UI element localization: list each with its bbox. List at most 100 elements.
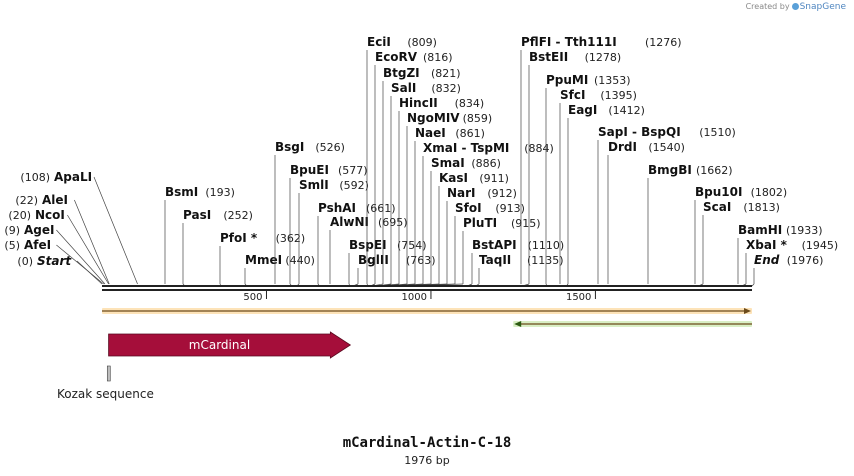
site-position-label: (108) bbox=[20, 171, 50, 184]
site-position-label: (1945) bbox=[802, 239, 839, 252]
site-start[interactable]: (0)Start bbox=[17, 254, 103, 285]
site-name-label: AlwNI bbox=[330, 215, 369, 229]
site-agei[interactable]: (9)AgeI bbox=[4, 223, 106, 285]
site-name-label: BtgZI bbox=[383, 66, 420, 80]
feature-label: Kozak sequence bbox=[57, 387, 154, 401]
site-position-label: (22) bbox=[15, 194, 38, 207]
site-position-label: (440) bbox=[285, 254, 315, 267]
created-by-text: Created by bbox=[745, 2, 790, 11]
site-bsgi[interactable]: BsgI (526) bbox=[274, 140, 345, 284]
site-name-label: SfcI bbox=[560, 88, 585, 102]
site-name-label: BsgI bbox=[275, 140, 304, 154]
site-bamhi[interactable]: BamHI(1933) bbox=[737, 223, 823, 284]
site-alei[interactable]: (22)AleI bbox=[15, 193, 110, 285]
site-name-label: PasI bbox=[183, 208, 211, 222]
site-afei[interactable]: (5)AfeI bbox=[4, 238, 104, 285]
site-position-label: (526) bbox=[315, 141, 345, 154]
site-kasi[interactable]: KasI(911) bbox=[401, 171, 509, 287]
site-bpu10i[interactable]: Bpu10I(1802) bbox=[694, 185, 787, 284]
site-btgzi[interactable]: BtgZI(821) bbox=[372, 66, 461, 287]
site-name-label: AgeI bbox=[24, 223, 54, 237]
site-name-label: SfoI bbox=[455, 201, 482, 215]
site-alwni[interactable]: AlwNI (695) bbox=[329, 215, 408, 284]
site-ngomiv[interactable]: NgoMIV(859) bbox=[384, 111, 493, 287]
restriction-sites: (0)Start(5)AfeI(9)AgeI(20)NcoI(22)AleI(1… bbox=[4, 35, 839, 287]
site-mmei[interactable]: MmeI(440) bbox=[244, 253, 315, 287]
site-ecii[interactable]: EciI(809) bbox=[366, 35, 437, 287]
feature-label: mCardinal bbox=[189, 338, 250, 352]
site-hincii[interactable]: HincII(834) bbox=[376, 96, 485, 287]
site-name-label: PshAI bbox=[318, 201, 356, 215]
site-scai[interactable]: ScaI(1813) bbox=[698, 200, 780, 287]
site-smli[interactable]: SmlI(592) bbox=[296, 178, 369, 287]
site-pflfi-tth111i[interactable]: PflFI - Tth111I(1276) bbox=[520, 35, 682, 284]
site-bspei[interactable]: BspEI(754) bbox=[348, 238, 427, 287]
site-name-label: ApaLI bbox=[54, 170, 92, 184]
forward-primer[interactable] bbox=[102, 308, 752, 314]
site-pasi[interactable]: PasI (252) bbox=[182, 208, 253, 287]
site-name-label: NaeI bbox=[415, 126, 446, 140]
site-position-label: (834) bbox=[455, 97, 485, 110]
site-sfci[interactable]: SfcI (1395) bbox=[559, 88, 637, 284]
site-taqii[interactable]: TaqII(1135) bbox=[475, 253, 564, 287]
feature-kozak-sequence[interactable]: Kozak sequence bbox=[57, 365, 154, 401]
site-name-label: PfoI * bbox=[220, 231, 258, 245]
site-bglii[interactable]: BglII(763) bbox=[352, 253, 436, 287]
site-position-label: (0) bbox=[17, 255, 33, 268]
site-position-label: (1976) bbox=[787, 254, 824, 267]
site-name-label: BmgBI bbox=[648, 163, 692, 177]
site-eagi[interactable]: EagI(1412) bbox=[566, 103, 645, 287]
snapgene-branding: Created by SnapGene bbox=[746, 2, 846, 12]
site-position-label: (816) bbox=[423, 51, 453, 64]
site-pshai[interactable]: PshAI (661) bbox=[317, 201, 396, 287]
site-position-label: (362) bbox=[276, 232, 306, 245]
site-naei[interactable]: NaeI(861) bbox=[385, 126, 485, 287]
site-name-label: MmeI bbox=[245, 253, 282, 267]
site-position-label: (1510) bbox=[699, 126, 736, 139]
site-position-label: (1278) bbox=[585, 51, 622, 64]
site-name-label: SapI - BspQI bbox=[598, 125, 681, 139]
site-name-label: KasI bbox=[439, 171, 468, 185]
site-position-label: (577) bbox=[338, 164, 368, 177]
site-drdi[interactable]: DrdI(1540) bbox=[607, 140, 685, 284]
site-position-label: (661) bbox=[366, 202, 396, 215]
primer-arrowhead bbox=[744, 308, 751, 314]
site-name-label: EcoRV bbox=[375, 50, 418, 64]
site-bmgbi[interactable]: BmgBI (1662) bbox=[647, 163, 733, 284]
site-name-label: BstAPI bbox=[472, 238, 517, 252]
site-sapi-bspqi[interactable]: SapI - BspQI (1510) bbox=[597, 125, 736, 284]
site-position-label: (913) bbox=[495, 202, 525, 215]
site-smai[interactable]: SmaI(886) bbox=[393, 156, 501, 287]
site-position-label: (1395) bbox=[600, 89, 637, 102]
site-pfoi[interactable]: PfoI * (362) bbox=[219, 231, 306, 287]
site-position-label: (252) bbox=[223, 209, 253, 222]
site-position-label: (20) bbox=[8, 209, 31, 222]
site-name-label: BpuEI bbox=[290, 163, 329, 177]
snapgene-logo-icon bbox=[791, 2, 799, 10]
site-end[interactable]: End(1976) bbox=[751, 253, 824, 287]
site-bpuei[interactable]: BpuEI (577) bbox=[289, 163, 368, 287]
site-ncoi[interactable]: (20)NcoI bbox=[8, 208, 109, 285]
site-bsteii[interactable]: BstEII(1278) bbox=[522, 50, 622, 287]
reverse-primer[interactable] bbox=[513, 321, 752, 327]
site-leader-line bbox=[751, 283, 755, 287]
site-ppumi[interactable]: PpuMI(1353) bbox=[545, 73, 631, 287]
site-apali[interactable]: (108) ApaLI bbox=[20, 170, 138, 285]
ruler-tick-label: 1500 bbox=[566, 292, 591, 303]
app-name: SnapGene bbox=[799, 2, 846, 12]
site-position-label: (1135) bbox=[527, 254, 564, 267]
site-ecorv[interactable]: EcoRV (816) bbox=[370, 50, 453, 287]
site-position-label: (695) bbox=[378, 216, 408, 229]
site-position-label: (1662) bbox=[696, 164, 733, 177]
site-leader-line bbox=[67, 214, 109, 285]
site-sali[interactable]: SalI(832) bbox=[375, 81, 461, 287]
ruler-tick-label: 1000 bbox=[401, 292, 426, 303]
site-xmai-tspmi[interactable]: XmaI - TspMI(884) bbox=[392, 141, 554, 287]
feature-mcardinal[interactable]: mCardinal bbox=[108, 331, 352, 359]
feature-arrow bbox=[108, 331, 352, 359]
plasmid-length: 1976 bp bbox=[404, 454, 450, 467]
site-position-label: (832) bbox=[431, 82, 461, 95]
site-bsmi[interactable]: BsmI(193) bbox=[164, 185, 235, 284]
